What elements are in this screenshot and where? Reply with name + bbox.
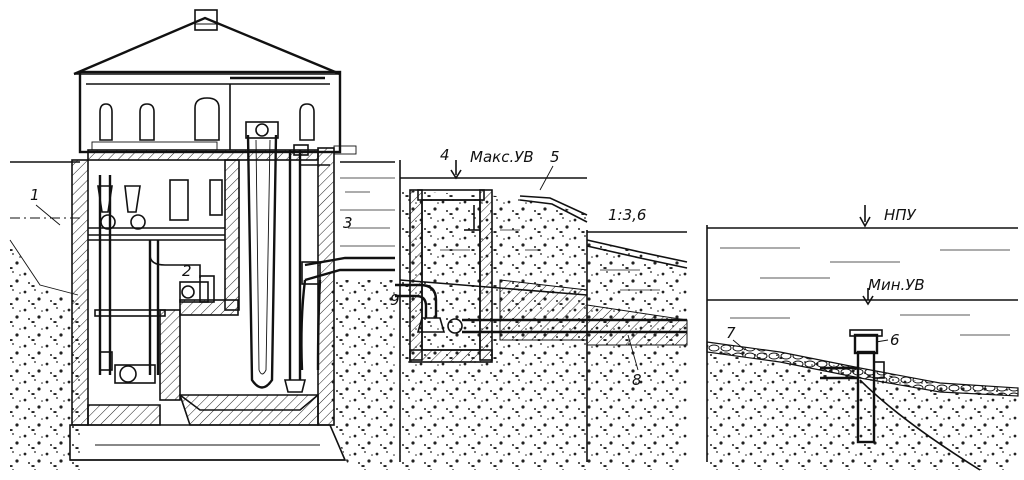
receiving-well-panel: Макс.УВ 4 5 [395, 146, 588, 470]
label-7: 7 [726, 324, 736, 342]
pump-station-panel: 1 2 3 9 [9, 9, 400, 470]
slope-panel: 1:3,6 8 [586, 206, 688, 470]
label-1: 1 [30, 186, 40, 204]
label-3: 3 [343, 214, 353, 232]
label-8: 8 [632, 371, 642, 389]
normal-level-label: НПУ [884, 206, 917, 224]
label-9: 9 [390, 291, 400, 309]
river-water-lines-p1 [340, 177, 395, 247]
slope-label: 1:3,6 [608, 206, 646, 224]
river-water-lines-p4 [707, 247, 1018, 336]
max-level-label: Макс.УВ [470, 148, 534, 166]
min-level-label: Мин.УВ [868, 276, 925, 294]
intake-head-panel: НПУ Мин.УВ 6 7 [706, 205, 1019, 471]
label-5: 5 [550, 148, 560, 166]
label-2: 2 [182, 262, 192, 280]
label-6: 6 [890, 331, 900, 349]
label-4: 4 [440, 146, 450, 164]
